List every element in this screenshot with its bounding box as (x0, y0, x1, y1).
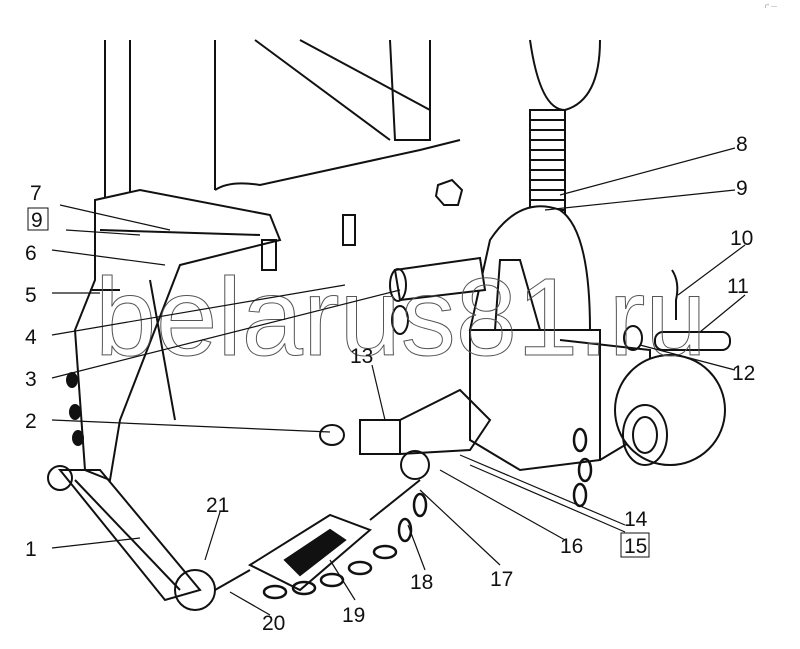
callout-box-9 (27, 207, 49, 231)
callout-3: 3 (25, 368, 37, 391)
callout-7: 7 (30, 182, 42, 205)
callout-19: 19 (342, 604, 365, 627)
leader-lines (51, 147, 746, 616)
watermark: belarus81.ru (95, 256, 707, 379)
callout-15-boxed: 15 (624, 535, 647, 558)
callout-labels: 7 9 6 5 4 3 2 1 21 20 19 18 17 16 14 15 … (25, 133, 755, 635)
callout-2: 2 (25, 410, 37, 433)
callout-17: 17 (490, 568, 513, 591)
callout-8: 8 (736, 133, 748, 156)
callout-6: 6 (25, 242, 37, 265)
callout-box-15 (620, 532, 650, 558)
callout-14: 14 (624, 508, 648, 531)
callout-20: 20 (262, 612, 285, 635)
callout-18: 18 (410, 571, 433, 594)
callout-21: 21 (206, 494, 229, 517)
callout-16: 16 (560, 535, 583, 558)
callout-9-boxed: 9 (31, 209, 43, 232)
callout-11: 11 (727, 275, 749, 298)
callout-10: 10 (730, 227, 753, 250)
callout-13: 13 (350, 345, 373, 368)
callout-5: 5 (25, 284, 37, 307)
callout-12: 12 (732, 362, 755, 385)
callout-9: 9 (736, 177, 748, 200)
frame-drawing (47, 39, 731, 611)
callout-1: 1 (25, 538, 37, 561)
corner-mark: r° --- (765, 4, 777, 10)
callout-4: 4 (25, 326, 37, 349)
